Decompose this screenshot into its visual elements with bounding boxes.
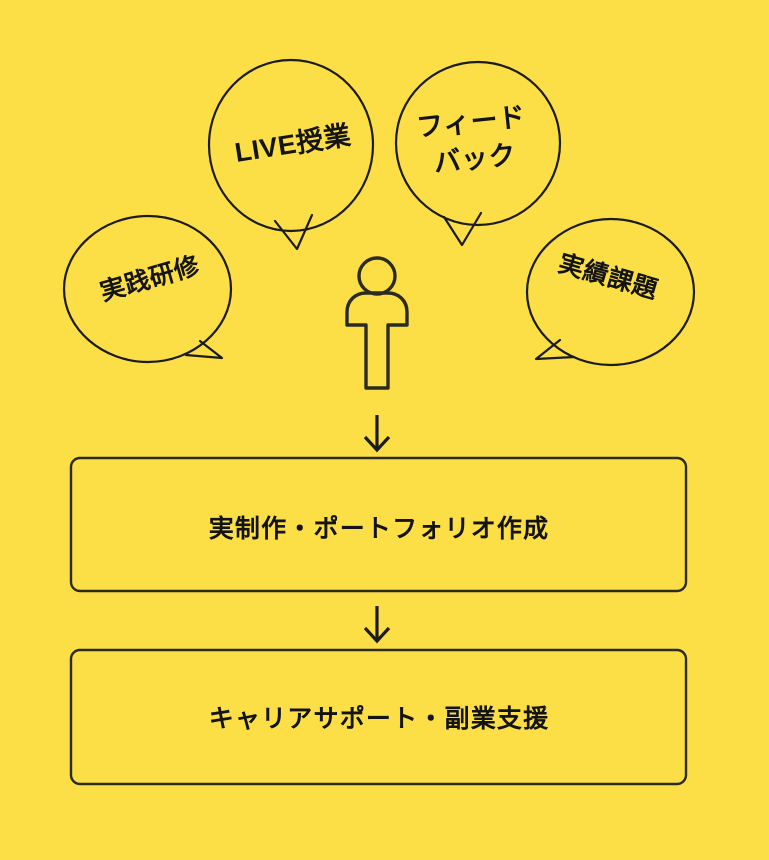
speech-bubble-icon-jisseki-kadai	[525, 217, 696, 367]
person-outline-icon	[345, 291, 409, 390]
step-box-1-label: 実制作・ポートフォリオ作成	[208, 515, 550, 543]
speech-bubble-tail-live-jugyo	[273, 213, 314, 251]
speech-bubble-tail-feedback	[442, 211, 483, 247]
speech-bubble-icon-live-jugyo	[207, 58, 375, 233]
step-box-1	[69, 456, 688, 593]
bubble-label-feedback: フィード バック	[395, 96, 552, 186]
arrow-down-icon-1	[363, 415, 391, 453]
step-box-2	[69, 648, 688, 786]
speech-bubble-tail-jisseki-kadai	[534, 338, 576, 361]
speech-bubble-icon-jissen-kenshu	[62, 214, 233, 364]
person-head-icon	[357, 256, 397, 296]
step-box-2-label: キャリアサポート・副業支援	[208, 705, 550, 733]
speech-bubble-icon-feedback	[394, 60, 562, 227]
speech-bubble-tail-jissen-kenshu	[184, 339, 224, 360]
arrow-down-icon-2	[363, 606, 391, 644]
